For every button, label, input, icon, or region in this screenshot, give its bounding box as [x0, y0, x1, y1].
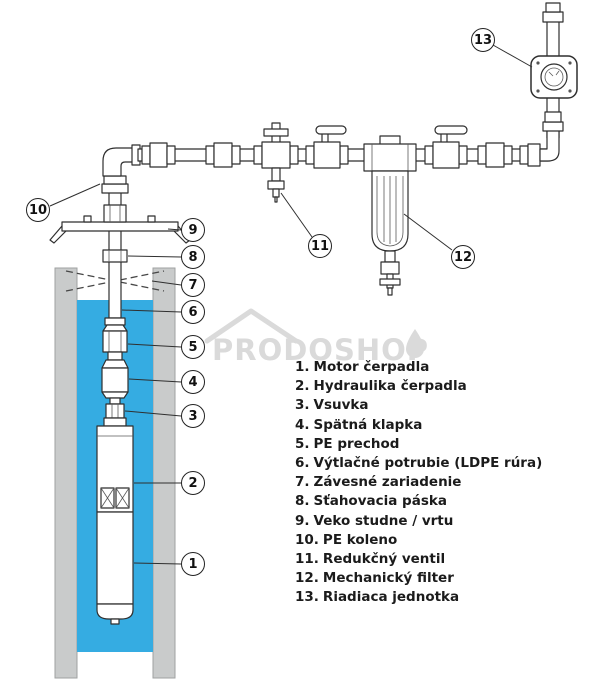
legend-item-label: PE koleno: [322, 531, 398, 548]
control-unit: [530, 55, 578, 99]
watermark-text: PRODOSHOP: [212, 333, 429, 367]
legend-item: 11.Redukčný ventil: [295, 550, 542, 569]
legend-item-number: 6.: [295, 455, 310, 472]
legend-item-label: Spätná klapka: [313, 416, 423, 433]
legend-item-number: 8.: [295, 493, 310, 510]
legend-item: 7.Závesné zariadenie: [295, 473, 542, 492]
legend-item-number: 10.: [295, 531, 319, 548]
legend-item-label: Hydraulika čerpadla: [313, 378, 467, 395]
legend-item-number: 5.: [295, 435, 310, 452]
callout-12: 12: [451, 245, 475, 269]
pipe-union-3: [477, 142, 513, 168]
legend-item: 13.Riadiaca jednotka: [295, 588, 542, 607]
pe-transition: [102, 317, 128, 353]
legend-item: 3.Vsuvka: [295, 396, 542, 415]
legend-item: 4.Spätná klapka: [295, 416, 542, 435]
legend-item-number: 4.: [295, 416, 310, 433]
legend-item-label: Motor čerpadla: [313, 359, 430, 375]
legend-item: 2.Hydraulika čerpadla: [295, 377, 542, 396]
legend-item: 10.PE koleno: [295, 531, 542, 550]
legend-list: 1.Motor čerpadla 2.Hydraulika čerpadla 3…: [295, 358, 542, 608]
callout-3: 3: [181, 404, 205, 428]
legend-item-label: Mechanický filter: [322, 570, 454, 587]
legend-item-label: Vsuvka: [313, 397, 369, 414]
watermark-house-icon: [204, 308, 299, 344]
legend-item-number: 12.: [295, 570, 319, 587]
cable-clamp: [102, 249, 128, 263]
legend-item: 5.PE prechod: [295, 435, 542, 454]
pump-hydraulics: [96, 417, 134, 513]
legend-item-label: Výtlačné potrubie (LDPE rúra): [313, 455, 543, 472]
leader-lines: [49, 44, 533, 565]
callout-4: 4: [181, 370, 205, 394]
callout-10: 10: [26, 198, 50, 222]
legend-item: 8.Sťahovacia páska: [295, 492, 542, 511]
legend-item-number: 2.: [295, 378, 310, 395]
callout-8: 8: [181, 245, 205, 269]
pipe-union-4: [519, 143, 541, 167]
legend-item-number: 7.: [295, 474, 310, 491]
pipe-union-2: [205, 142, 241, 168]
legend-item: 6.Výtlačné potrubie (LDPE rúra): [295, 454, 542, 473]
check-valve: [101, 351, 129, 399]
callout-6: 6: [181, 300, 205, 324]
legend-item-number: 13.: [295, 589, 319, 606]
callout-9: 9: [181, 218, 205, 242]
callout-13: 13: [471, 28, 495, 52]
legend-item-label: Závesné zariadenie: [313, 474, 462, 491]
watermark-drop-icon: [406, 329, 424, 358]
well-wall-left: [54, 267, 78, 679]
pump-motor: [96, 511, 134, 625]
callout-11: 11: [308, 234, 332, 258]
legend-item: 12.Mechanický filter: [295, 569, 542, 588]
pe-elbow: [101, 144, 141, 194]
cover-fitting: [103, 204, 127, 223]
legend-item-number: 1.: [295, 359, 310, 375]
legend-item-number: 9.: [295, 512, 310, 529]
well-wall-right: [152, 267, 176, 679]
callout-5: 5: [181, 335, 205, 359]
mechanical-filter: [363, 135, 417, 296]
riser-pipe-right: [539, 2, 564, 162]
reducing-valve: [253, 122, 299, 203]
legend-item-label: Sťahovacia páska: [313, 493, 447, 510]
legend-item-label: Riadiaca jednotka: [322, 589, 460, 606]
legend-item-number: 3.: [295, 397, 310, 414]
callout-1: 1: [181, 552, 205, 576]
legend-item-label: Veko studne / vrtu: [313, 512, 454, 529]
ball-valve-2: [424, 125, 468, 169]
legend-item: 1.Motor čerpadla: [295, 358, 542, 377]
watermark: PRODOSHOP: [204, 308, 429, 367]
callout-7: 7: [181, 273, 205, 297]
callout-2: 2: [181, 471, 205, 495]
legend-item-number: 11.: [295, 551, 319, 568]
legend-item: 9.Veko studne / vrtu: [295, 512, 542, 531]
legend-item-label: Redukčný ventil: [322, 551, 446, 568]
ball-valve-1: [305, 125, 349, 169]
legend-item-label: PE prechod: [313, 435, 400, 452]
pipe-union-1: [141, 142, 176, 168]
